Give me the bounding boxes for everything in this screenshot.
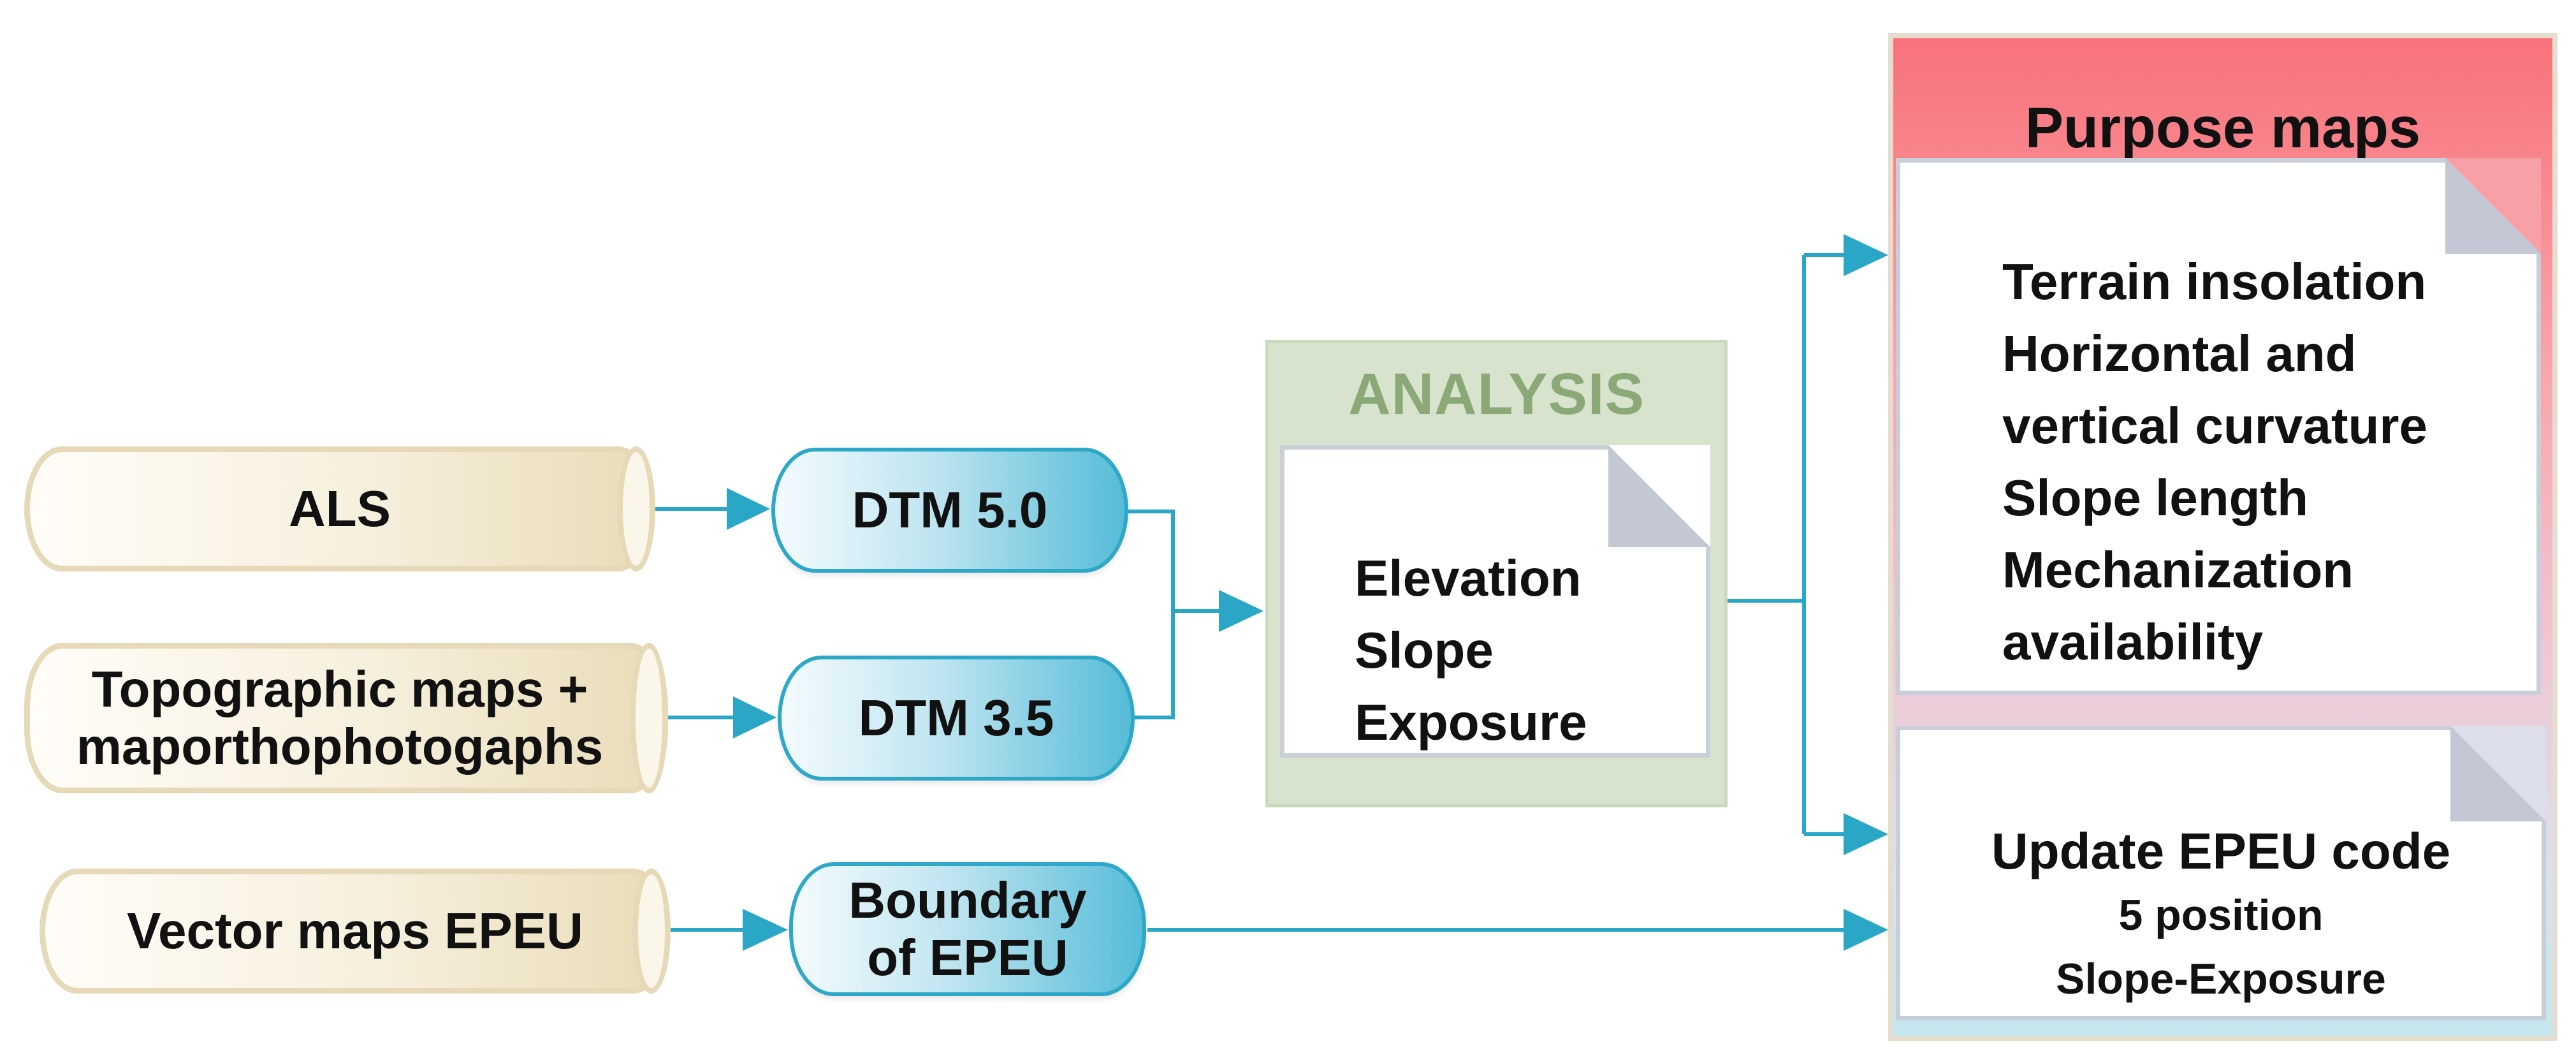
purpose-maps-panel: Purpose maps Terrain insolation Horizont…: [1888, 33, 2558, 1041]
model-boundary-label: Boundary of EPEU: [848, 872, 1086, 986]
page-fold-icon: [1608, 445, 1710, 547]
analysis-item-exposure: Exposure: [1355, 694, 1587, 751]
arrow-analysis-card1: [1844, 234, 1888, 276]
update-card-text: Update EPEU code 5 position Slope-Exposu…: [1900, 819, 2542, 1011]
model-dtm-5-0: DTM 5.0: [771, 448, 1128, 573]
source-vector-maps: Vector maps EPEU: [40, 869, 671, 994]
update-card-title: Update EPEU code: [1991, 823, 2451, 879]
analysis-title: ANALYSIS: [1348, 362, 1645, 427]
model-dtm-3-5-label: DTM 3.5: [858, 689, 1054, 747]
arrow-topo-dtm35: [733, 696, 776, 738]
source-topographic-maps: Topographic maps + maporthophotogaphs: [24, 643, 668, 793]
page-fold-icon: [2445, 158, 2541, 254]
source-vector-label: Vector maps EPEU: [127, 902, 583, 960]
purpose-item-slope-length: Slope length: [2002, 469, 2308, 526]
update-card-slope-exposure: Slope-Exposure: [2056, 955, 2386, 1003]
purpose-card-items: Terrain insolation Horizontal and vertic…: [2002, 246, 2427, 678]
purpose-maps-title: Purpose maps: [2025, 96, 2421, 160]
analysis-panel: ANALYSIS Elevation Slope Exposure: [1265, 340, 1728, 807]
arrow-als-dtm50: [727, 488, 770, 530]
arrow-analysis-card2: [1844, 813, 1888, 855]
arrow-dtm-analysis: [1219, 590, 1263, 632]
source-topographic-label: Topographic maps + maporthophotogaphs: [76, 661, 616, 775]
model-dtm-5-0-label: DTM 5.0: [852, 481, 1048, 539]
model-boundary-epeu: Boundary of EPEU: [789, 862, 1146, 996]
source-als: ALS: [24, 446, 655, 571]
analysis-item-elevation: Elevation: [1355, 550, 1582, 606]
analysis-card: Elevation Slope Exposure: [1280, 445, 1710, 758]
source-topographic-line2: maporthophotogaphs: [76, 718, 604, 775]
purpose-item-mechanization: Mechanization: [2002, 541, 2354, 598]
purpose-item-availability: availability: [2002, 613, 2264, 670]
arrow-boundary-card2: [1844, 909, 1888, 951]
purpose-card-update-code: Update EPEU code 5 position Slope-Exposu…: [1896, 726, 2546, 1020]
model-boundary-line1: Boundary: [848, 872, 1087, 929]
source-topographic-line1: Topographic maps +: [91, 661, 588, 718]
purpose-card-derived-maps: Terrain insolation Horizontal and vertic…: [1896, 158, 2541, 695]
source-als-label: ALS: [289, 480, 391, 538]
purpose-item-horizontal: Horizontal and: [2002, 325, 2357, 382]
analysis-items: Elevation Slope Exposure: [1355, 542, 1587, 758]
model-dtm-3-5: DTM 3.5: [778, 656, 1135, 781]
page-fold-icon: [2450, 726, 2546, 821]
update-card-position: 5 position: [2118, 891, 2324, 939]
arrow-vector-boundary: [743, 909, 788, 951]
purpose-item-terrain-insolation: Terrain insolation: [2002, 253, 2427, 310]
analysis-item-slope: Slope: [1355, 622, 1494, 679]
model-boundary-line2: of EPEU: [867, 929, 1068, 986]
purpose-item-vertical-curvature: vertical curvature: [2002, 397, 2428, 454]
